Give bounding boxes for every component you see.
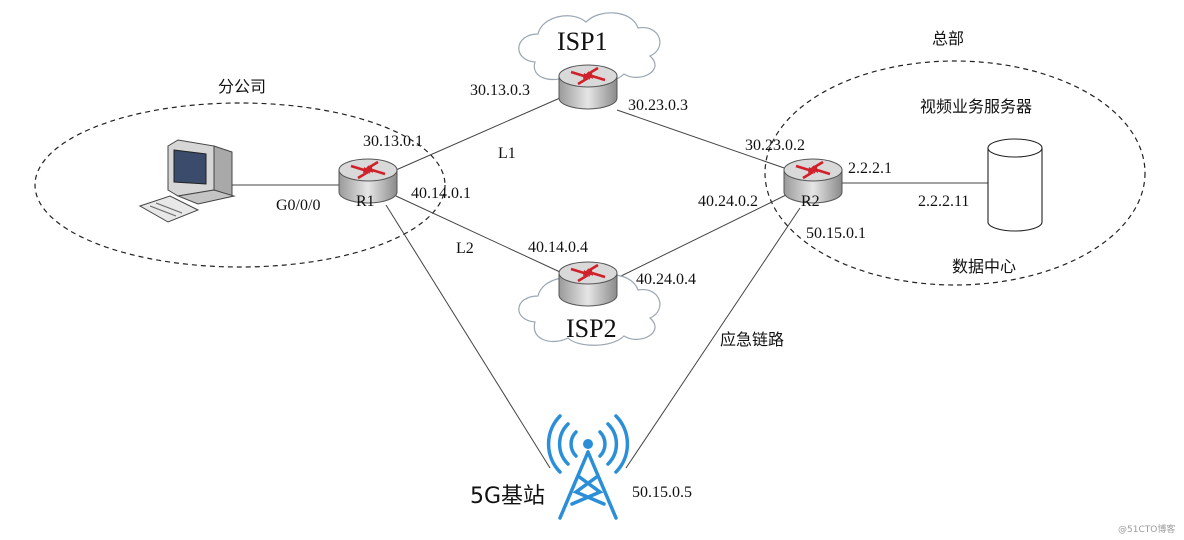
isp2-r2-ip: 40.24.0.4 <box>636 271 696 288</box>
isp1-r1-ip: 30.13.0.3 <box>470 82 530 99</box>
bs-ip: 50.15.0.5 <box>632 484 692 501</box>
r1-isp2-ip: 40.14.0.1 <box>411 185 471 202</box>
r2-isp2-ip: 40.24.0.2 <box>698 193 758 210</box>
emergency-link-label: 应急链路 <box>720 330 784 349</box>
server-ip: 2.2.2.11 <box>918 193 969 210</box>
link-l1 <box>395 97 561 171</box>
video-server-label: 视频业务服务器 <box>920 97 1032 116</box>
l2-label: L2 <box>456 240 474 257</box>
isp1-r2-ip: 30.23.0.3 <box>628 97 688 114</box>
link-l2 <box>395 195 561 273</box>
isp2-label: ISP2 <box>566 314 617 343</box>
isp2-cloud <box>518 274 661 346</box>
link-isp1-r2 <box>616 109 791 171</box>
base-station-label: 5G基站 <box>470 484 545 509</box>
r2-5g-ip: 50.15.0.1 <box>806 225 866 242</box>
branch-zone <box>34 102 446 268</box>
r1-isp1-ip: 30.13.0.1 <box>363 133 423 150</box>
router-isp1 <box>557 63 619 111</box>
branch-label: 分公司 <box>218 77 266 96</box>
hq-zone <box>764 60 1146 286</box>
data-center-label: 数据中心 <box>952 257 1016 276</box>
watermark: @51CTO博客 <box>1118 523 1175 535</box>
link-r1-5g <box>385 204 551 469</box>
pc-icon <box>138 139 236 223</box>
server-icon <box>987 138 1043 232</box>
r2-label: R2 <box>801 193 820 210</box>
r2-isp1-ip: 30.23.0.2 <box>745 137 805 154</box>
router-isp2 <box>557 260 619 308</box>
5g-tower-icon <box>546 414 630 520</box>
isp1-label: ISP1 <box>557 27 608 56</box>
link-isp2-r2 <box>616 192 791 279</box>
hq-label: 总部 <box>932 29 964 48</box>
r1-g0-label: G0/0/0 <box>276 197 320 214</box>
isp2-r1-ip: 40.14.0.4 <box>528 239 588 256</box>
r1-label: R1 <box>356 193 375 210</box>
r2-server-ip: 2.2.2.1 <box>848 160 892 177</box>
link-emergency <box>625 207 801 469</box>
l1-label: L1 <box>498 145 516 162</box>
